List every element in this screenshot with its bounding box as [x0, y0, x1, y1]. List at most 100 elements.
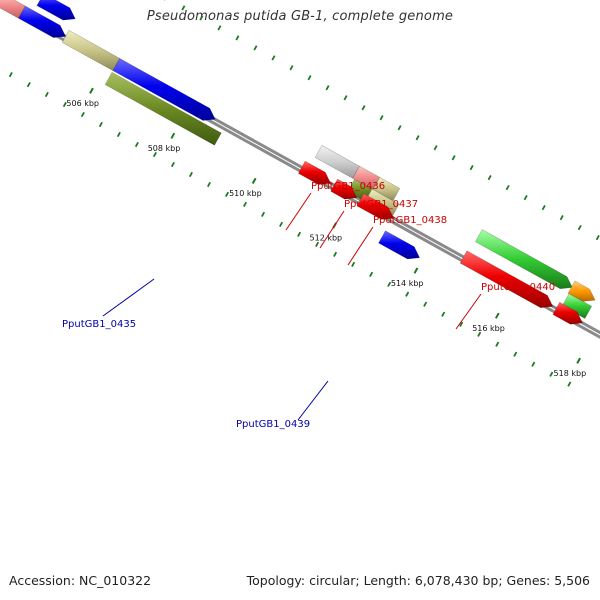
track-dot	[152, 151, 157, 158]
gene-features	[0, 0, 596, 325]
track-dot	[577, 224, 582, 231]
track-dot	[387, 281, 392, 287]
gene-arrow	[552, 301, 583, 325]
map-title: Pseudomonas putida GB-1, complete genome	[146, 9, 454, 24]
track-dot	[116, 131, 121, 138]
ruler-tick	[413, 267, 419, 274]
track-dot	[405, 291, 410, 297]
topology-text: Topology: circular; Length: 6,078,430 bp…	[246, 573, 590, 588]
track-dot	[531, 361, 536, 367]
track-dot	[351, 261, 356, 267]
track-dot	[423, 301, 428, 307]
track-dot	[26, 81, 31, 88]
track-dot	[325, 85, 330, 91]
track-dot	[80, 111, 85, 118]
accession-text: Accession: NC_010322	[9, 573, 152, 588]
track-dot	[469, 165, 474, 171]
track-dot	[188, 171, 193, 178]
ruler-label: 506 kbp	[66, 99, 99, 108]
track-dot	[397, 125, 402, 131]
track-dot	[523, 195, 528, 201]
gene-label-leader	[319, 210, 345, 249]
ruler-label: 514 kbp	[391, 279, 424, 288]
ruler-label: 510 kbp	[229, 189, 262, 198]
outer-tick-track	[8, 0, 600, 387]
track-dot	[297, 231, 302, 238]
ruler-tick	[494, 312, 500, 319]
track-dot	[44, 91, 49, 98]
track-dot	[271, 55, 276, 61]
gene-arrow	[61, 29, 121, 72]
ruler-tick	[170, 132, 176, 139]
track-dot	[433, 145, 438, 151]
track-dot	[206, 181, 211, 188]
track-dot	[243, 201, 248, 208]
track-dot	[541, 205, 546, 211]
gene-arrow	[112, 57, 216, 121]
track-dot	[361, 105, 366, 111]
gene-label-leader	[455, 293, 482, 330]
gene-arrow	[356, 193, 395, 220]
track-dot	[261, 211, 266, 218]
ruler-tick	[576, 357, 581, 364]
track-dot	[567, 381, 572, 387]
track-dot	[415, 135, 420, 141]
gene-arrow	[297, 160, 332, 185]
track-dot	[333, 251, 338, 257]
gene-arrow	[372, 176, 401, 202]
track-dot	[253, 45, 258, 51]
track-dot	[98, 121, 103, 128]
track-dot	[289, 65, 294, 71]
track-dot	[559, 214, 564, 221]
gene-label: PputGB1_0436	[311, 181, 385, 192]
track-dot	[199, 15, 204, 21]
track-dot	[369, 271, 374, 277]
track-dot	[315, 241, 320, 247]
track-dot	[225, 191, 229, 198]
track-dot	[477, 331, 482, 337]
track-dot	[379, 115, 384, 121]
track-dot	[62, 101, 67, 108]
ruler-label: 518 kbp	[554, 369, 587, 378]
track-dot	[217, 25, 222, 31]
gene-arrow	[567, 280, 596, 302]
gene-label-leader	[347, 226, 374, 266]
track-dot	[487, 175, 492, 181]
gene-arrow	[561, 293, 593, 319]
track-dot	[170, 161, 175, 168]
track-dot	[495, 341, 500, 347]
gene-arrow	[18, 5, 67, 38]
track-dot	[307, 75, 312, 81]
track-dot	[181, 5, 186, 11]
gene-label-leader	[285, 192, 312, 231]
gene-arrow	[104, 71, 222, 146]
ruler-label: 508 kbp	[148, 144, 181, 153]
gene-arrow	[378, 230, 421, 260]
gene-arrow	[459, 250, 554, 309]
track-dot	[134, 141, 139, 148]
track-dot	[549, 371, 554, 377]
gene-arrow	[474, 229, 573, 290]
gene-label: PputGB1_0437	[344, 199, 418, 210]
track-dot	[343, 95, 348, 101]
track-dot	[459, 321, 464, 327]
gene-labels: PputGB1_0435 PputGB1_0436PputGB1_0437Pput…	[62, 181, 555, 430]
gene-label: PputGB1_0438	[373, 215, 447, 226]
ruler-tick	[251, 177, 257, 185]
track-dot	[441, 311, 446, 317]
gene-label-leader	[297, 380, 329, 421]
track-dot	[595, 234, 600, 241]
track-dot	[505, 185, 510, 191]
gene-arrow	[330, 178, 358, 200]
ruler-label: 516 kbp	[472, 324, 505, 333]
gene-label: PputGB1_0439	[236, 419, 310, 430]
gene-label-leader	[102, 278, 155, 317]
ruler-tick	[89, 87, 94, 94]
track-dot	[8, 71, 13, 78]
gene-label: PputGB1_0440	[481, 282, 555, 293]
gene-label: PputGB1_0435	[62, 319, 136, 330]
track-dot	[451, 155, 456, 161]
track-dot	[279, 221, 284, 228]
gene-arrow	[36, 0, 76, 21]
